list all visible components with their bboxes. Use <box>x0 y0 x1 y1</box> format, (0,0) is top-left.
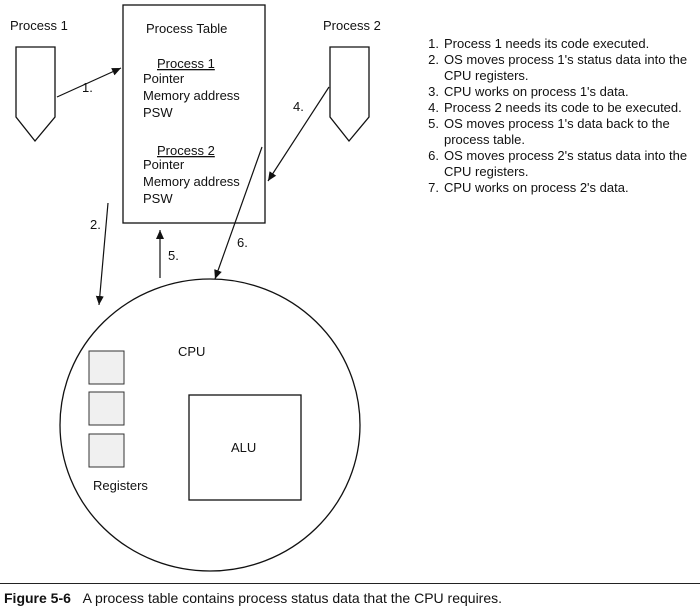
step-number: 6. <box>428 148 439 163</box>
table-field: Pointer <box>143 157 185 172</box>
step-text: OS moves process 1's data back to the pr… <box>444 116 670 147</box>
table-entry-heading: Process 1 <box>157 56 215 71</box>
step-number: 7. <box>428 180 439 195</box>
step-item: 3. CPU works on process 1's data. <box>416 84 700 100</box>
figure-caption: Figure 5-6 A process table contains proc… <box>4 590 502 606</box>
process2-label: Process 2 <box>323 18 381 33</box>
step-number: 5. <box>428 116 439 131</box>
table-field: Memory address <box>143 88 240 103</box>
cpu-label: CPU <box>178 344 205 359</box>
step-number: 3. <box>428 84 439 99</box>
step-item: 6. OS moves process 2's status data into … <box>416 148 700 180</box>
step-number: 4. <box>428 100 439 115</box>
alu-box <box>188 394 302 501</box>
register-box <box>88 391 125 426</box>
process-table-title: Process Table <box>146 21 227 36</box>
arrow-step-1 <box>56 67 122 98</box>
table-entry-heading: Process 2 <box>157 143 215 158</box>
process1-label: Process 1 <box>10 18 68 33</box>
process1-shape <box>15 46 56 143</box>
figure-number: Figure 5-6 <box>4 590 71 606</box>
process2-shape <box>329 46 370 143</box>
process-diagram: Process 1 Process 2 Process Table Proces… <box>10 4 381 572</box>
arrow-label-6: 6. <box>237 235 248 250</box>
arrow-step-2 <box>95 202 109 306</box>
step-item: 7. CPU works on process 2's data. <box>416 180 700 196</box>
step-text: OS moves process 1's status data into th… <box>444 52 688 83</box>
step-text: CPU works on process 2's data. <box>444 180 629 195</box>
step-item: 5. OS moves process 1's data back to the … <box>416 116 700 148</box>
alu-label: ALU <box>231 440 256 455</box>
caption-text: A process table contains process status … <box>82 590 503 606</box>
process-table-box <box>122 4 266 224</box>
step-text: Process 2 needs its code to be executed. <box>444 100 682 115</box>
register-box <box>88 433 125 468</box>
arrow-label-5: 5. <box>168 248 179 263</box>
step-number: 1. <box>428 36 439 51</box>
register-box <box>88 350 125 385</box>
step-item: 4. Process 2 needs its code to be execute… <box>416 100 700 116</box>
table-field: Memory address <box>143 174 240 189</box>
step-number: 2. <box>428 52 439 67</box>
registers-label: Registers <box>93 478 148 493</box>
arrow-label-1: 1. <box>82 80 93 95</box>
step-text: Process 1 needs its code executed. <box>444 36 650 51</box>
step-item: 2. OS moves process 1's status data into … <box>416 52 700 84</box>
table-field: PSW <box>143 191 173 206</box>
step-list: 1. Process 1 needs its code executed. 2. O… <box>416 36 700 196</box>
step-item: 1. Process 1 needs its code executed. <box>416 36 700 52</box>
arrow-label-4: 4. <box>293 99 304 114</box>
arrow-label-2: 2. <box>90 217 101 232</box>
arrow-step-6 <box>214 146 263 280</box>
arrow-step-4 <box>267 86 330 182</box>
caption-divider <box>0 583 700 584</box>
step-text: CPU works on process 1's data. <box>444 84 629 99</box>
table-field: Pointer <box>143 71 185 86</box>
table-field: PSW <box>143 105 173 120</box>
step-text: OS moves process 2's status data into th… <box>444 148 688 179</box>
